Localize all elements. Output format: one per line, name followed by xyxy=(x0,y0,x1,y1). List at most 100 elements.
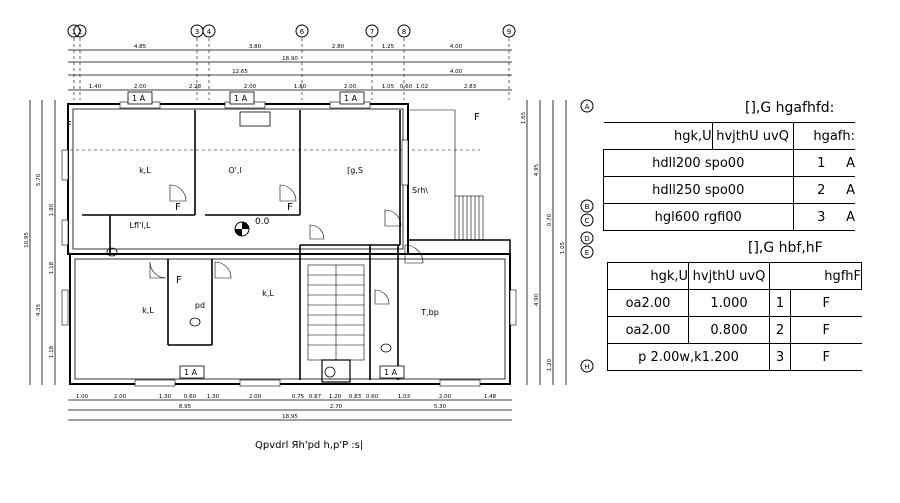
table-cell: 2 A xyxy=(792,176,855,204)
table-header-cell: hgk,U xyxy=(603,122,713,150)
toilet-icon xyxy=(380,343,392,353)
door-mark: F xyxy=(175,202,181,213)
dimension-label: 1.90 xyxy=(49,203,55,216)
table-header-cell: hvjthU uvQ xyxy=(688,262,770,290)
dimension-label: 2.80 xyxy=(332,44,345,50)
dimension-label: 2.70 xyxy=(330,404,343,410)
dimension-labels-left: 10.95 5.70 1.90 1.18 4.35 1.18 xyxy=(24,173,55,358)
grid-letter: B xyxy=(585,203,590,211)
dimension-label: 1.30 xyxy=(207,394,220,400)
bathroom-fixtures xyxy=(106,111,392,378)
grid-letter: H xyxy=(584,363,589,371)
dimension-label: 0.60 xyxy=(400,84,413,90)
grid-number: 1 xyxy=(72,28,76,36)
exterior-steps xyxy=(408,109,484,241)
section-marker xyxy=(179,365,205,379)
dimension-label: 1.20 xyxy=(547,358,553,371)
grid-bubble xyxy=(502,24,516,38)
room-label: k,L xyxy=(142,306,154,315)
dimension-label: 1.05 xyxy=(382,84,395,90)
dimension-label: 0.60 xyxy=(184,394,197,400)
table1-title: [],G hgafhfd: xyxy=(745,100,835,116)
table-cell: oa2.00 xyxy=(607,316,689,344)
dimension-labels-bottom: 1.00 2.00 1.30 0.60 1.30 2.00 0.75 0.87 … xyxy=(76,394,497,420)
grid-number: 7 xyxy=(370,28,374,36)
grid-bubble xyxy=(580,99,594,113)
grid-number: 8 xyxy=(402,28,406,36)
grid-numbers-top: 1 2 3 4 6 7 8 9 xyxy=(72,28,511,36)
dimension-label: 2.83 xyxy=(464,84,477,90)
table-cell: F xyxy=(790,343,862,371)
dimension-label: 1.18 xyxy=(49,345,55,358)
grid-bubble xyxy=(580,245,594,259)
dimension-label: 1.30 xyxy=(159,394,172,400)
dimension-label: 18.90 xyxy=(282,56,298,62)
table-row: oa2.00 1.000 1 F xyxy=(607,289,862,317)
table-cell: 3 A xyxy=(792,203,855,231)
dimension-label: 4.35 xyxy=(36,303,42,316)
door-swings xyxy=(149,184,424,305)
dimension-label: 2.00 xyxy=(249,394,262,400)
dimension-label: 2.00 xyxy=(114,394,127,400)
table-cell-type: A xyxy=(846,182,855,198)
dimension-labels-right: 1.65 4.95 0.70 1.05 4.90 1.20 xyxy=(521,111,566,371)
grid-bubble xyxy=(397,24,411,38)
toilet-icon xyxy=(106,247,118,257)
grid-bubbles-right xyxy=(580,99,594,373)
drawing-caption: Qpvdrl Яh'pd h,p'P :s| xyxy=(255,440,364,451)
table-header-cell: hgfhF xyxy=(769,262,862,290)
room-labels: k,L O',l [g,S Srh\ Lfl'l,L k,L k,L T,bp … xyxy=(130,166,439,317)
dimension-lines-bottom xyxy=(68,399,512,421)
section-marker xyxy=(379,365,405,379)
grid-bubble xyxy=(365,24,379,38)
dimension-label: 4.00 xyxy=(450,44,463,50)
dimension-label: 4.00 xyxy=(450,69,463,75)
dimension-label: 4.85 xyxy=(134,44,147,50)
table-cell: 3 xyxy=(769,343,791,371)
dimension-label: 1.18 xyxy=(49,261,55,274)
dimension-lines-left xyxy=(29,100,56,385)
dimension-label: 1.20 xyxy=(329,394,342,400)
room-label: k,L xyxy=(139,166,151,175)
table-cell-type: A xyxy=(846,155,855,171)
dimension-lines-right xyxy=(526,100,567,385)
grid-number: 6 xyxy=(300,28,305,36)
grid-letters-right: A B C D E H xyxy=(584,103,589,371)
dimension-label: 0.87 xyxy=(309,394,322,400)
dimension-label: 12.65 xyxy=(232,69,248,75)
grid-number: 4 xyxy=(207,28,212,36)
table2-title: [],G hbf,hF xyxy=(748,240,823,256)
table-header-cell: hvjthU uvQ xyxy=(711,122,794,150)
section-letter: F xyxy=(66,120,72,131)
dimension-label: 1.65 xyxy=(521,111,527,124)
section-letter: F xyxy=(474,112,480,123)
grid-bubble xyxy=(580,199,594,213)
level-label: 0.0 xyxy=(255,217,270,227)
dimension-label: 4.90 xyxy=(534,293,540,306)
dimension-label: 0.75 xyxy=(292,394,305,400)
table-cell: hdll200 spo00 xyxy=(603,149,794,177)
room-label: O',l xyxy=(228,166,241,175)
dimension-label: 2.00 xyxy=(244,84,257,90)
dimension-label: 1.05 xyxy=(560,241,566,254)
dimension-label: 0.83 xyxy=(349,394,362,400)
table-cell-number: 2 xyxy=(817,182,826,198)
section-marker-label: 1 A xyxy=(234,94,248,103)
dimension-lines-top xyxy=(68,49,512,91)
toilet-icon xyxy=(189,317,201,327)
table-cell: hgl600 rgfi00 xyxy=(603,203,794,231)
dimension-label: 0.70 xyxy=(547,213,553,226)
section-markers: 1 A 1 A 1 A 1 A 1 A F F F F F xyxy=(66,91,480,379)
sink-icon xyxy=(239,111,271,127)
table-header-row: hgk,U hvjthU uvQ hgafh: xyxy=(603,122,855,150)
room-label: Lfl'l,L xyxy=(130,221,151,230)
dimension-label: 2.28 xyxy=(189,84,202,90)
door-mark: F xyxy=(287,202,293,213)
table-row: oa2.00 0.800 2 F xyxy=(607,316,862,344)
dimension-label: 1.00 xyxy=(76,394,89,400)
table-row: p 2.00w,k1.200 3 F xyxy=(607,343,862,371)
dimension-label: 5.30 xyxy=(434,404,447,410)
dimension-label: 1.40 xyxy=(89,84,102,90)
section-marker xyxy=(229,91,255,105)
dimension-label: 2.00 xyxy=(344,84,357,90)
